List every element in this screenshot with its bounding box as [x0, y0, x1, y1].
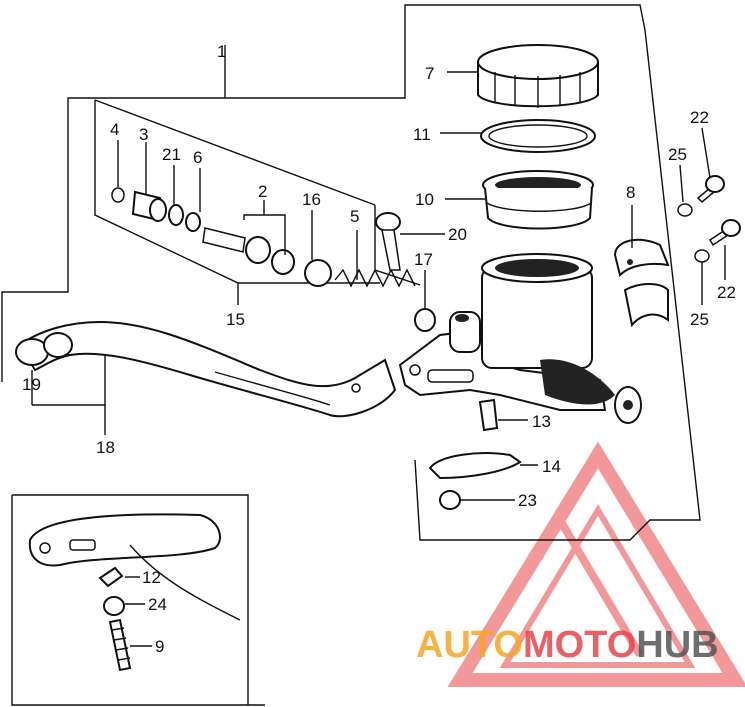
- callout-5: 5: [350, 207, 359, 226]
- callout-9: 9: [155, 637, 164, 656]
- callout-6: 6: [193, 148, 202, 167]
- callout-11: 11: [413, 125, 431, 144]
- callout-21: 21: [162, 145, 181, 164]
- callout-16: 16: [302, 190, 321, 209]
- piston-components: [111, 187, 436, 332]
- callout-23: 23: [518, 491, 537, 510]
- callout-15: 15: [226, 310, 245, 329]
- callout-20: 20: [448, 225, 467, 244]
- callout-10: 10: [415, 190, 434, 209]
- callout-4: 4: [110, 120, 119, 139]
- callout-2: 2: [258, 182, 267, 201]
- callout-17: 17: [414, 250, 433, 269]
- callout-24: 24: [148, 595, 167, 614]
- watermark-part-auto: AUTO: [416, 624, 523, 666]
- svg-text:AUTOMOTOHUB: AUTOMOTOHUB: [416, 624, 719, 666]
- watermark-text: AUTOMOTOHUB: [416, 624, 719, 666]
- reservoir-cap: [477, 44, 599, 108]
- callout-1: 1: [217, 42, 226, 61]
- clamp-bolt-upper: [677, 175, 725, 217]
- callout-7: 7: [425, 64, 434, 83]
- triangle-logo-icon: [447, 441, 745, 687]
- callout-3: 3: [139, 125, 148, 144]
- callout-13: 13: [532, 412, 551, 431]
- inset-lever-mount: [28, 513, 241, 672]
- master-cylinder-body: [398, 253, 642, 424]
- assembly-outline: [1, 4, 701, 706]
- callout-labels: 1 2 3 4 5 6 7 8 9 10 11 12 13 14 15 16 1…: [22, 42, 736, 656]
- pivot-nut: [439, 490, 461, 510]
- callout-22-upper: 22: [690, 108, 709, 127]
- callout-8: 8: [626, 183, 635, 202]
- callout-18: 18: [96, 438, 115, 457]
- callout-12: 12: [142, 568, 161, 587]
- diaphragm: [482, 170, 594, 230]
- clamp-bolt-lower: [694, 219, 741, 263]
- roll-pin: [478, 398, 499, 432]
- callout-25-upper: 25: [668, 145, 687, 164]
- watermark-part-moto: MOTO: [523, 624, 636, 666]
- brake-lever: [15, 320, 397, 418]
- pivot-bolt: [375, 212, 401, 271]
- handlebar-clamp: [613, 238, 670, 328]
- lever-plate: [428, 452, 522, 480]
- watermark-part-hub: HUB: [636, 624, 718, 666]
- callout-25-lower: 25: [690, 310, 709, 329]
- cap-gasket-ring: [480, 119, 596, 153]
- callout-19: 19: [22, 375, 41, 394]
- callout-22-lower: 22: [717, 283, 736, 302]
- callout-leaders: [31, 71, 726, 647]
- callout-14: 14: [542, 457, 561, 476]
